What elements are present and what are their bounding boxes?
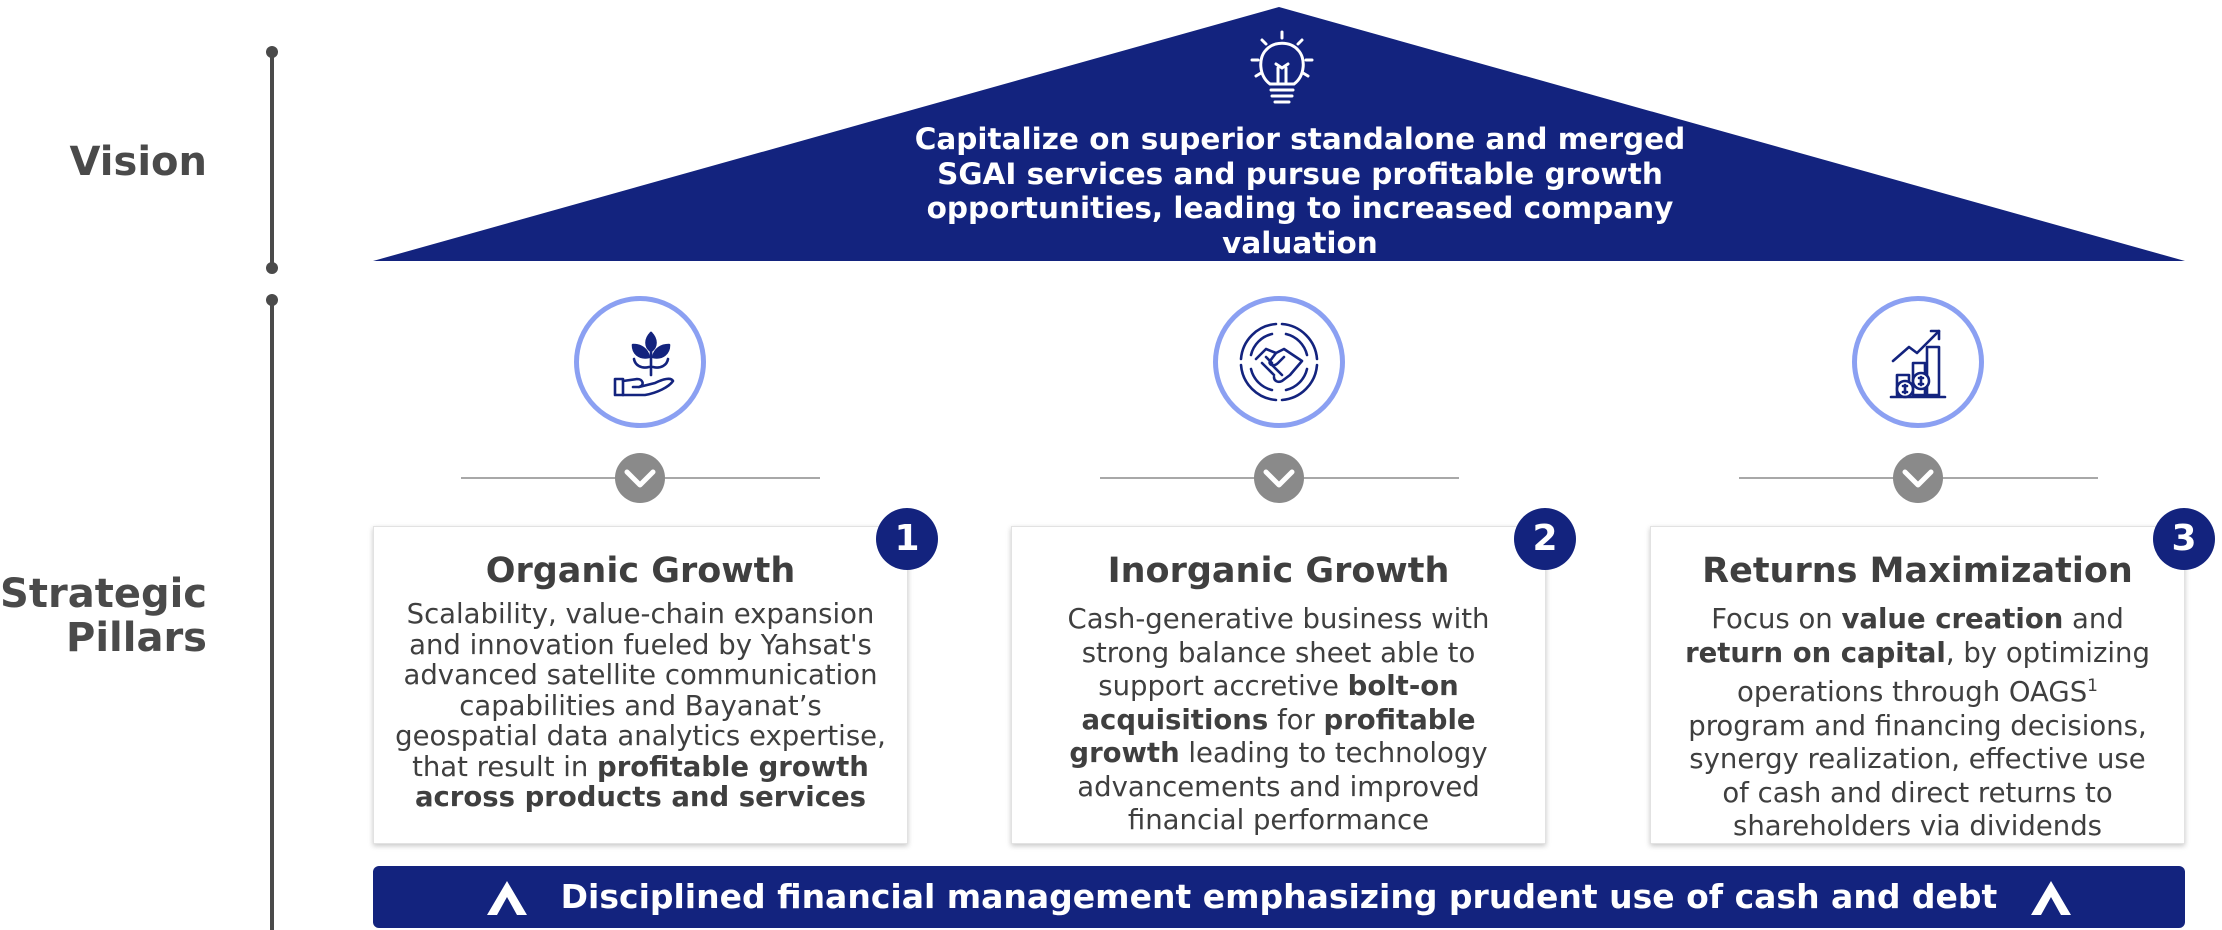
desc-line: across products and services [414,781,867,813]
desc-line: acquisitions for profitable [1081,703,1476,736]
pillar-card-organic-growth: Organic Growth Scalability, value-chain … [373,526,908,844]
pillar-title: Inorganic Growth [1107,551,1450,591]
pillar-3-chevron [1893,453,1943,503]
chevron-up-icon [2031,881,2071,915]
desc-line: geospatial data analytics expertise, [395,720,886,752]
vision-line: opportunities, leading to increased comp… [926,191,1674,225]
desc-line: Focus on value creation and [1711,603,2124,635]
pillars-bracket-line [270,300,274,930]
desc-line: advanced satellite communication [403,659,878,691]
pillar-description: Scalability, value-chain expansion and i… [386,599,895,813]
pillar-card-returns-maximization: Returns Maximization Focus on value crea… [1650,526,2185,844]
pillar-1-chevron [615,453,665,503]
desc-line: operations through OAGS1 [1737,676,2098,709]
pillar-number-badge: 1 [876,508,938,570]
roof-triangle [373,7,2185,261]
pillar-description: Cash-generative business with strong bal… [1024,603,1533,838]
pillar-2-chevron [1254,453,1304,503]
vision-line: SGAI services and pursue profitable grow… [937,156,1663,191]
desc-line: synergy realization, effective use [1689,743,2146,776]
pillar-2-icon-circle [1213,296,1345,428]
pillars-bracket-dot-top [266,294,278,306]
pillar-1-icon-circle [574,296,706,428]
chevron-up-icon [487,881,527,915]
pillar-number-badge: 2 [1514,508,1576,570]
desc-line: and innovation fueled by Yahsat's [409,628,872,661]
vision-statement: Capitalize on superior standalone and me… [880,122,1720,260]
pillars-label-line1: Strategic [0,571,207,617]
pillar-3-icon-circle [1852,296,1984,428]
chevron-down-icon [1263,469,1295,488]
vision-line: valuation [1222,225,1378,260]
desc-line: Cash-generative business with [1067,603,1490,635]
pillar-title: Returns Maximization [1702,551,2133,591]
vision-line: Capitalize on superior standalone and me… [914,122,1686,156]
desc-line: advancements and improved [1077,770,1480,803]
vision-bracket-dot-top [266,46,278,58]
desc-line: support accretive bolt-on [1098,670,1459,702]
desc-line: that result in profitable growth [412,750,869,783]
vision-bracket-dot-bottom [266,262,278,274]
foundation-text: Disciplined financial management emphasi… [560,877,1998,916]
lightbulb-icon [1250,30,1314,104]
strategic-pillars-label: Strategic Pillars [0,572,207,660]
vision-label: Vision [69,139,207,185]
vision-bracket-line [270,52,274,268]
pillar-number-badge: 3 [2153,508,2215,570]
pillar-description: Focus on value creation and return on ca… [1663,603,2172,844]
desc-line: strong balance sheet able to [1081,636,1476,669]
handshake-icon [1239,322,1319,402]
growth-chart-money-icon [1889,329,1947,399]
desc-line: return on capital, by optimizing [1685,636,2150,669]
desc-line: shareholders via dividends [1733,810,2102,843]
chevron-down-icon [1902,469,1934,488]
pillar-title: Organic Growth [485,551,796,591]
pillar-card-inorganic-growth: Inorganic Growth Cash-generative busines… [1011,526,1546,844]
desc-line: Scalability, value-chain expansion [406,598,875,630]
desc-line: growth leading to technology [1069,737,1488,769]
plant-in-hand-icon [613,331,675,397]
foundation-bar: Disciplined financial management emphasi… [373,866,2185,928]
pillars-label-line2: Pillars [66,615,207,661]
footnote-marker: 1 [2087,676,2098,696]
desc-line: capabilities and Bayanat’s [459,689,822,722]
vision-roof [373,7,2185,261]
desc-line: of cash and direct returns to [1722,776,2113,809]
desc-line: financial performance [1127,804,1430,836]
chevron-down-icon [624,469,656,488]
desc-line: program and financing decisions, [1688,709,2147,742]
